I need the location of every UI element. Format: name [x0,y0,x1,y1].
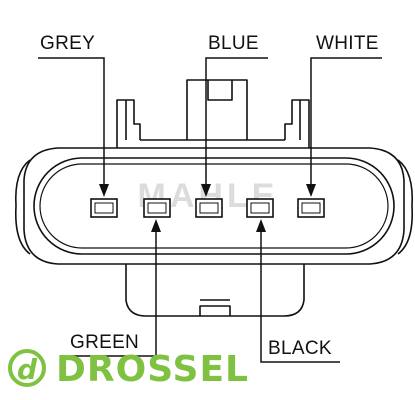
green-label: GREEN [70,332,139,353]
connector-housing [14,79,414,317]
green-leader [70,224,157,357]
white-label: WHITE [316,33,379,54]
black-arrow [256,219,266,232]
black-leader [260,224,340,363]
blue-label: BLUE [208,33,259,54]
pin-cavities [90,198,325,218]
pin-4 [246,198,274,218]
blue-arrow [201,184,211,197]
grey-leader [38,57,105,192]
leader-lines [38,57,382,363]
pin-5 [297,198,325,218]
white-leader [310,57,382,192]
blue-leader [205,57,268,192]
drossel-logo-glyph: d [17,353,38,386]
arrowheads [99,184,316,232]
pin-3 [195,198,223,218]
drossel-logo-icon [8,349,46,387]
black-label: BLACK [268,338,332,359]
drossel-watermark: d DROSSEL [8,349,249,390]
grey-arrow [99,184,109,197]
grey-label: GREY [40,33,95,54]
green-arrow [151,219,161,232]
pin-2 [143,198,171,218]
drossel-brand-text: DROSSEL [56,349,249,390]
pin-1 [90,198,118,218]
white-arrow [306,184,316,197]
